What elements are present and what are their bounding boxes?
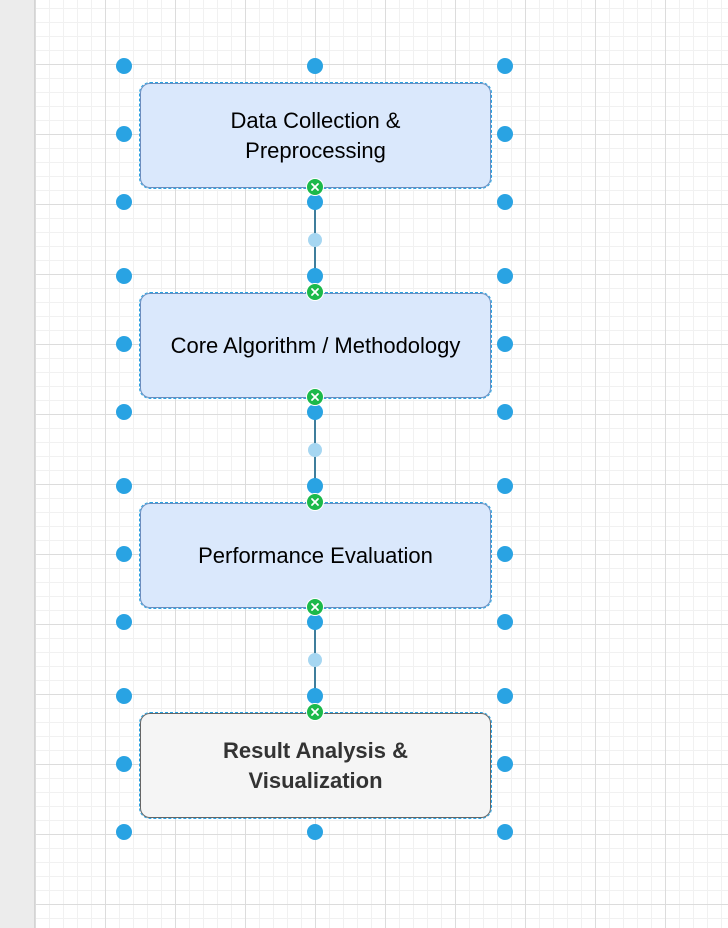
resize-handle-icon[interactable] xyxy=(307,824,323,840)
connection-point-icon[interactable] xyxy=(306,598,324,616)
node-core-algorithm[interactable]: Core Algorithm / Methodology xyxy=(139,292,492,399)
resize-handle-icon[interactable] xyxy=(116,756,132,772)
resize-handle-icon[interactable] xyxy=(116,194,132,210)
node-label: Performance Evaluation xyxy=(198,542,433,568)
resize-handle-icon[interactable] xyxy=(497,404,513,420)
resize-handle-icon[interactable] xyxy=(497,336,513,352)
node-performance-evaluation[interactable]: Performance Evaluation xyxy=(139,502,492,609)
connection-point-icon[interactable] xyxy=(306,178,324,196)
resize-handle-icon[interactable] xyxy=(307,688,323,704)
resize-handle-icon[interactable] xyxy=(497,756,513,772)
resize-handle-icon[interactable] xyxy=(116,126,132,142)
node-label: Result Analysis & Visualization xyxy=(222,737,409,793)
resize-handle-icon[interactable] xyxy=(307,478,323,494)
resize-handle-icon[interactable] xyxy=(497,614,513,630)
resize-handle-icon[interactable] xyxy=(116,404,132,420)
resize-handle-icon[interactable] xyxy=(497,688,513,704)
resize-handle-icon[interactable] xyxy=(497,126,513,142)
resize-handle-icon[interactable] xyxy=(497,268,513,284)
resize-handle-icon[interactable] xyxy=(116,478,132,494)
resize-handle-icon[interactable] xyxy=(116,58,132,74)
resize-handle-icon[interactable] xyxy=(497,194,513,210)
resize-handle-icon[interactable] xyxy=(307,58,323,74)
node-result-analysis[interactable]: Result Analysis & Visualization xyxy=(139,712,492,819)
resize-handle-icon[interactable] xyxy=(497,58,513,74)
resize-handle-icon[interactable] xyxy=(116,824,132,840)
resize-handle-icon[interactable] xyxy=(307,268,323,284)
edge-midpoint-handle-icon[interactable] xyxy=(308,233,322,247)
resize-handle-icon[interactable] xyxy=(116,546,132,562)
left-panel-strip xyxy=(0,0,35,928)
resize-handle-icon[interactable] xyxy=(116,688,132,704)
resize-handle-icon[interactable] xyxy=(116,268,132,284)
node-label: Core Algorithm / Methodology xyxy=(170,332,461,358)
resize-handle-icon[interactable] xyxy=(307,194,323,210)
resize-handle-icon[interactable] xyxy=(497,478,513,494)
connection-point-icon[interactable] xyxy=(306,388,324,406)
connection-point-icon[interactable] xyxy=(306,493,324,511)
connection-point-icon[interactable] xyxy=(306,283,324,301)
connection-point-icon[interactable] xyxy=(306,703,324,721)
resize-handle-icon[interactable] xyxy=(116,336,132,352)
resize-handle-icon[interactable] xyxy=(497,546,513,562)
node-label: Data Collection & Preprocessing xyxy=(230,107,401,163)
resize-handle-icon[interactable] xyxy=(497,824,513,840)
edge-midpoint-handle-icon[interactable] xyxy=(308,443,322,457)
node-data-collection[interactable]: Data Collection & Preprocessing xyxy=(139,82,492,189)
resize-handle-icon[interactable] xyxy=(307,614,323,630)
resize-handle-icon[interactable] xyxy=(307,404,323,420)
edge-midpoint-handle-icon[interactable] xyxy=(308,653,322,667)
resize-handle-icon[interactable] xyxy=(116,614,132,630)
